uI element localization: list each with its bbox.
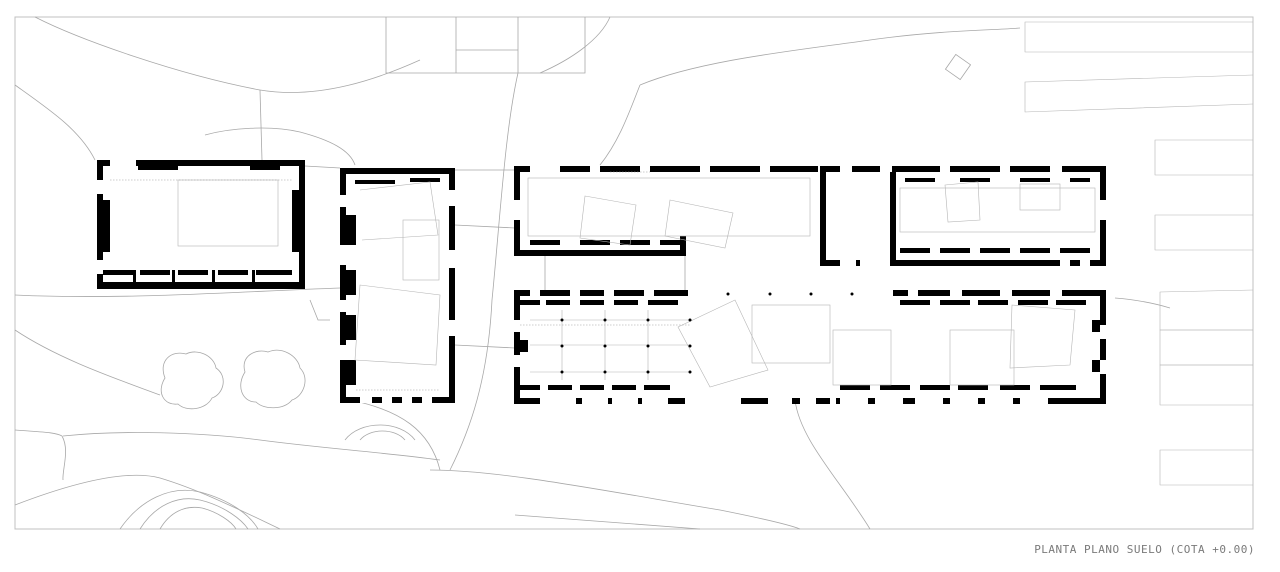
connecting-paths	[304, 165, 686, 349]
parking-strips	[1024, 21, 1254, 486]
drawing-caption: PLANTA PLANO SUELO (COTA +0.00)	[1034, 543, 1255, 556]
trees	[160, 349, 416, 441]
drawing-frame	[14, 16, 1254, 530]
terrain-lines	[14, 16, 1171, 530]
tree-right	[240, 349, 306, 409]
building-d	[514, 290, 1106, 404]
building-b	[340, 168, 455, 403]
building-c	[514, 166, 1106, 266]
columns	[560, 292, 854, 374]
tree-left	[160, 351, 224, 410]
building-a	[97, 160, 305, 289]
